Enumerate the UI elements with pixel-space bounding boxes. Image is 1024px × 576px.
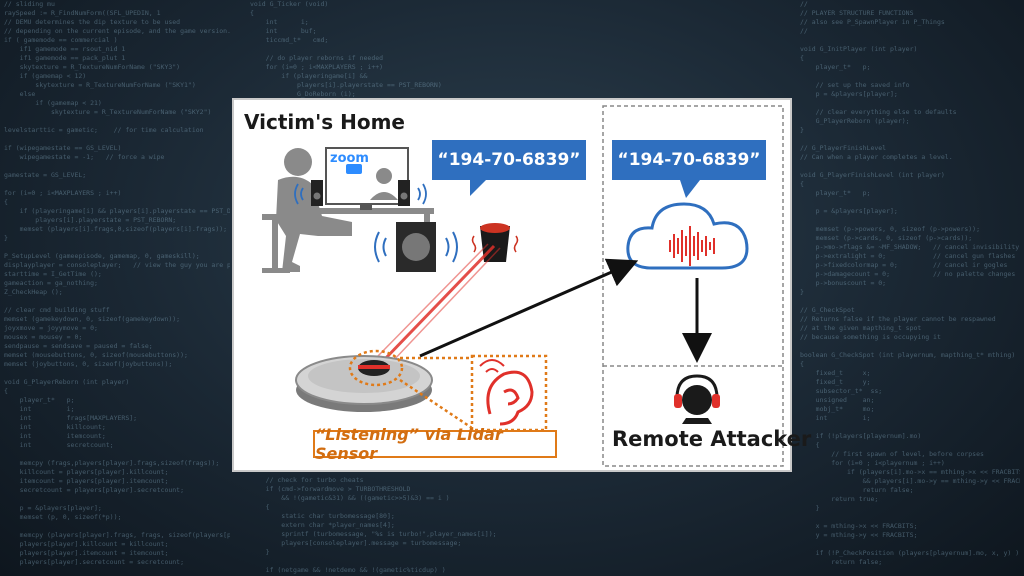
remote-attacker-label: Remote Attacker <box>612 427 812 451</box>
desk-speaker-left-icon <box>311 180 323 206</box>
background-code-mid: // check for turbo cheats if (cmd->forwa… <box>265 476 497 576</box>
bubble-cloud-tail <box>680 180 700 198</box>
zoom-connector-lines <box>399 356 473 430</box>
floor-speaker-icon <box>396 222 436 272</box>
ear-sound-waves-icon <box>479 359 505 373</box>
victim-person-icon <box>262 148 352 273</box>
ear-icon <box>486 370 534 426</box>
bubble-home-tail <box>470 180 486 196</box>
desk-speaker-right-icon <box>398 180 410 206</box>
lidar-highlight-circle <box>348 349 404 387</box>
speaker-sound-waves-icon <box>374 231 458 263</box>
monitor-icon: zoom <box>325 147 409 210</box>
ear-box <box>470 354 548 432</box>
attacker-icon <box>674 374 720 424</box>
trash-vibration-icon <box>471 235 519 253</box>
background-code-right: // // PLAYER STRUCTURE FUNCTIONS // also… <box>800 0 1020 566</box>
attacker-region <box>602 105 784 467</box>
arrow-vacuum-to-cloud <box>419 258 639 358</box>
robot-vacuum-icon <box>295 355 433 412</box>
zoom-logo: zoom <box>330 151 369 166</box>
cloud-icon <box>626 202 749 270</box>
background-code-left: // sliding mu raySpeed := R_FindNumForm(… <box>4 0 230 566</box>
victim-home-label: Victim's Home <box>244 110 405 134</box>
lidar-laser-beam <box>375 243 501 363</box>
audio-waveform-icon <box>669 226 715 266</box>
background-code-mid-top: void G_Ticker (void) { int i; int buf; t… <box>250 0 442 98</box>
sound-waves-icon <box>294 183 427 205</box>
speech-bubble-home: “194-70-6839” <box>432 140 586 180</box>
listening-label: “Listening” via Lidar Sensor <box>313 425 557 463</box>
speech-bubble-cloud: “194-70-6839” <box>612 140 766 180</box>
